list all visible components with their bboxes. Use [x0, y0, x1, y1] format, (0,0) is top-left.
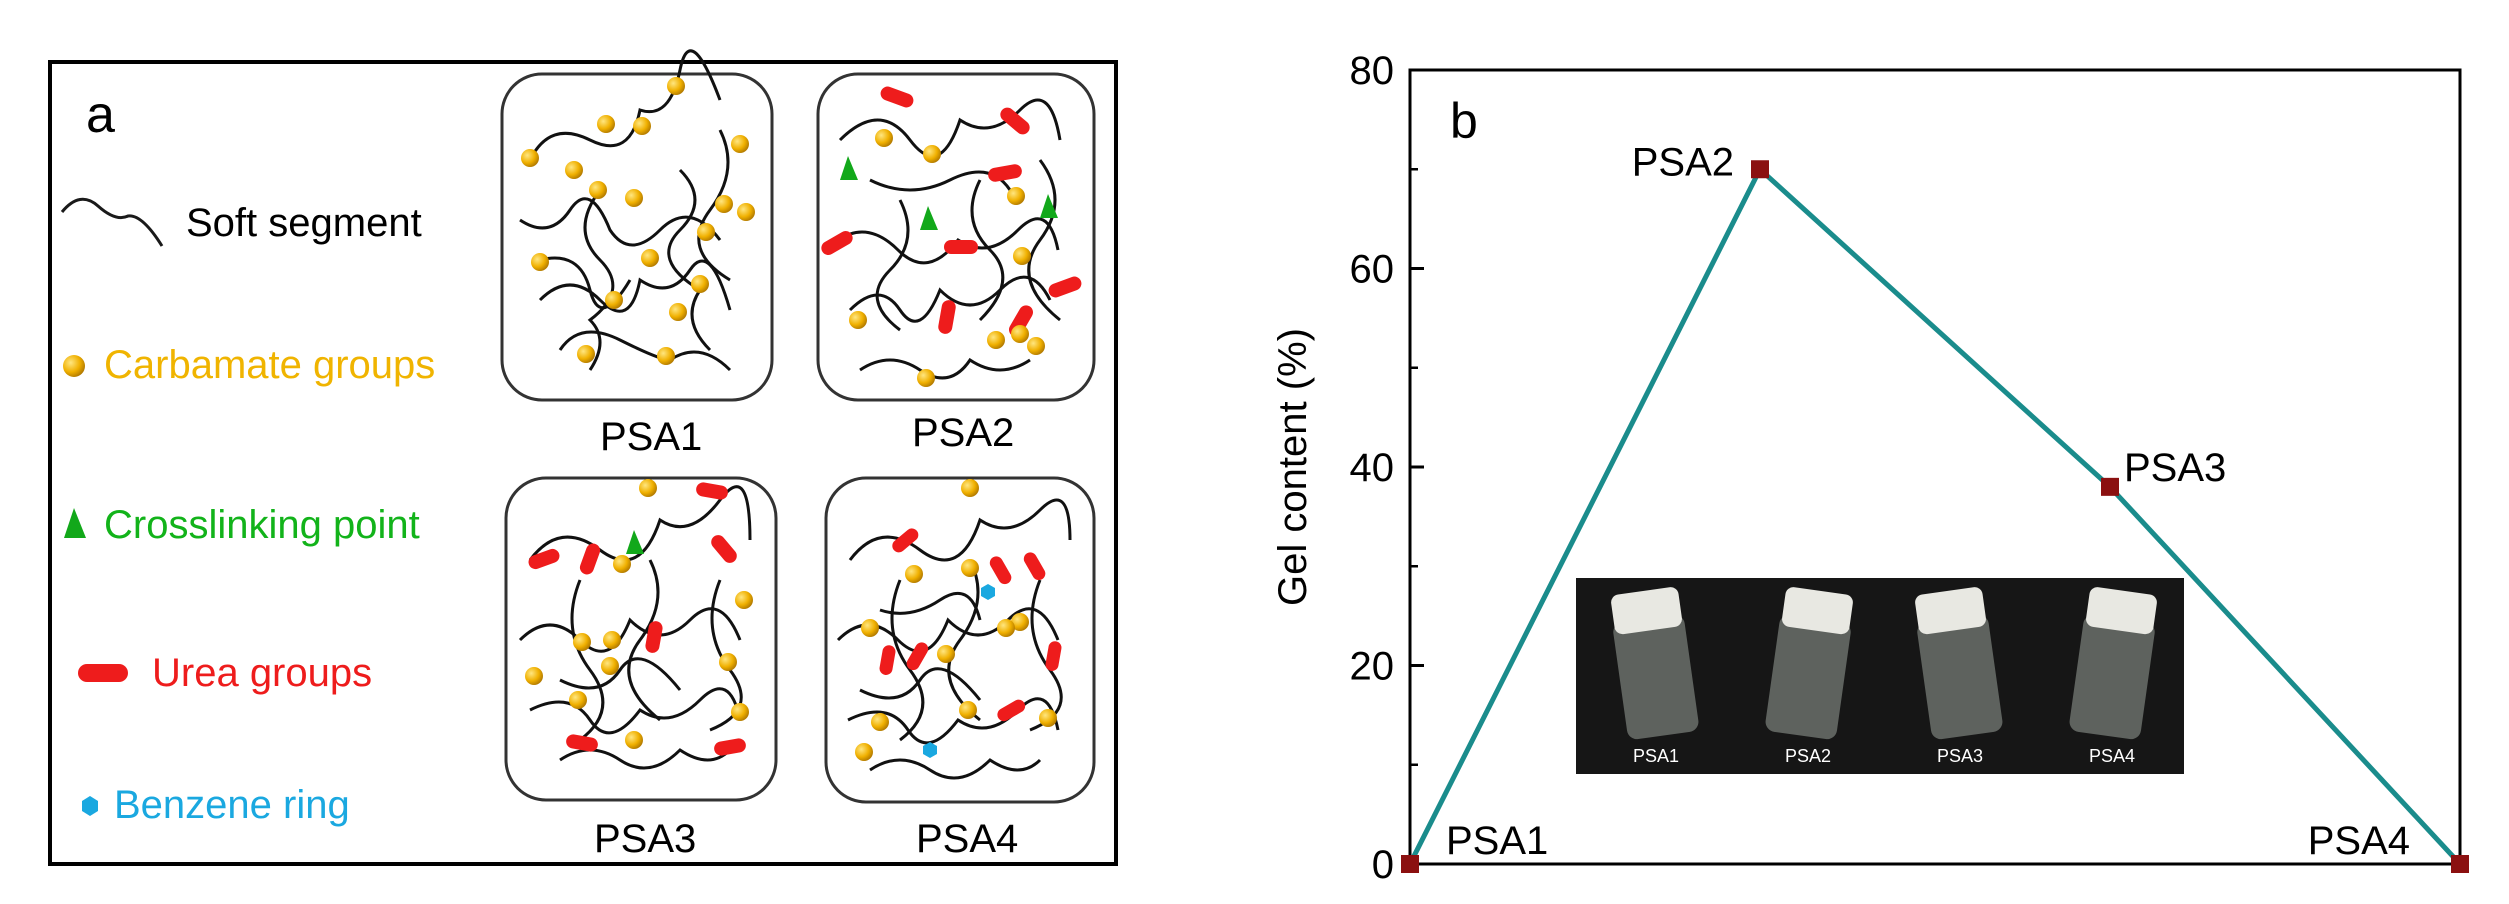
- y-tick-label-60: 60: [1350, 248, 1395, 292]
- legend: Soft segment Carbamate groups Crosslinki…: [60, 197, 435, 827]
- crosslinking-points-psa3: [626, 530, 644, 554]
- legend-text-soft: Soft segment: [186, 201, 422, 245]
- panel-a-frame: [48, 60, 1118, 866]
- gold-sphere-icon: [63, 355, 85, 377]
- vial-cap-PSA3: [1915, 587, 1986, 635]
- carbamate-groups-psa1: [521, 77, 755, 365]
- vial-body-PSA3: [1917, 614, 2003, 740]
- network-box-psa3: [504, 476, 778, 802]
- network-psa3: PSA3: [504, 476, 778, 861]
- vial-cap-PSA4: [2086, 587, 2157, 635]
- vial-body-PSA4: [2069, 614, 2155, 740]
- inset-label-PSA3: PSA3: [1937, 746, 1983, 766]
- carbamate-groups-psa3: [525, 479, 753, 749]
- y-tick-label-20: 20: [1350, 645, 1395, 689]
- urea-groups-psa4: [879, 528, 1062, 722]
- legend-soft-segment: Soft segment: [60, 197, 422, 247]
- vial-body-PSA2: [1765, 614, 1851, 740]
- network-label-psa2: PSA2: [912, 411, 1014, 455]
- urea-groups-psa3: [528, 482, 746, 756]
- carbamate-groups-psa2: [849, 129, 1045, 387]
- red-capsule-icon: [78, 664, 128, 682]
- network-psa1: PSA1: [500, 49, 774, 459]
- network-psa2: PSA2: [816, 72, 1096, 455]
- network-psa4: PSA4: [824, 476, 1096, 861]
- inset-label-PSA4: PSA4: [2089, 746, 2135, 766]
- marker-PSA2: [1751, 160, 1769, 179]
- legend-text-benzene: Benzene ring: [114, 783, 350, 827]
- y-axis-label: Gel content (%): [1271, 328, 1315, 606]
- inset-label-PSA2: PSA2: [1785, 746, 1831, 766]
- marker-PSA4: [2451, 855, 2469, 873]
- network-label-psa1: PSA1: [600, 415, 702, 459]
- y-tick-label-40: 40: [1350, 446, 1395, 490]
- y-tick-label-0: 0: [1372, 843, 1394, 887]
- legend-text-carbamate: Carbamate groups: [104, 343, 435, 387]
- network-label-psa3: PSA3: [594, 817, 696, 861]
- benzene-rings-psa4: [923, 584, 995, 758]
- wavy-line-icon: [60, 197, 164, 247]
- marker-PSA1: [1401, 855, 1419, 873]
- point-label-PSA2: PSA2: [1632, 140, 1734, 184]
- vial-cap-PSA1: [1611, 587, 1682, 635]
- legend-text-crosslinking: Crosslinking point: [104, 503, 420, 547]
- legend-urea: Urea groups: [78, 651, 372, 695]
- panel-a-schematic: a Soft segment Carbamate groups Crosslin…: [48, 49, 1118, 866]
- network-box-psa4: [824, 476, 1096, 804]
- crosslinking-points-psa2: [840, 156, 1058, 230]
- legend-text-urea: Urea groups: [152, 651, 372, 695]
- vial-cap-PSA2: [1782, 587, 1853, 635]
- inset-label-PSA1: PSA1: [1633, 746, 1679, 766]
- legend-carbamate: Carbamate groups: [63, 343, 435, 387]
- network-box-psa2: [816, 72, 1096, 402]
- marker-PSA3: [2101, 477, 2119, 496]
- legend-crosslinking: Crosslinking point: [64, 503, 420, 547]
- soft-segments-psa1: [519, 49, 732, 372]
- legend-benzene: Benzene ring: [82, 783, 350, 827]
- point-label-PSA3: PSA3: [2124, 446, 2226, 490]
- panel-a-label: a: [86, 86, 115, 144]
- green-triangle-icon: [64, 508, 86, 538]
- series-line: [1407, 166, 2462, 866]
- y-tick-label-80: 80: [1350, 49, 1395, 93]
- point-label-PSA4: PSA4: [2308, 819, 2410, 863]
- point-label-PSA1: PSA1: [1446, 819, 1548, 863]
- blue-hexagon-icon: [82, 796, 98, 816]
- network-label-psa4: PSA4: [916, 817, 1018, 861]
- urea-groups-psa2: [821, 86, 1082, 337]
- network-box-psa1: [500, 72, 774, 402]
- panel-b-label: b: [1450, 93, 1478, 149]
- vial-body-PSA1: [1613, 614, 1699, 740]
- carbamate-groups-psa4: [855, 479, 1057, 761]
